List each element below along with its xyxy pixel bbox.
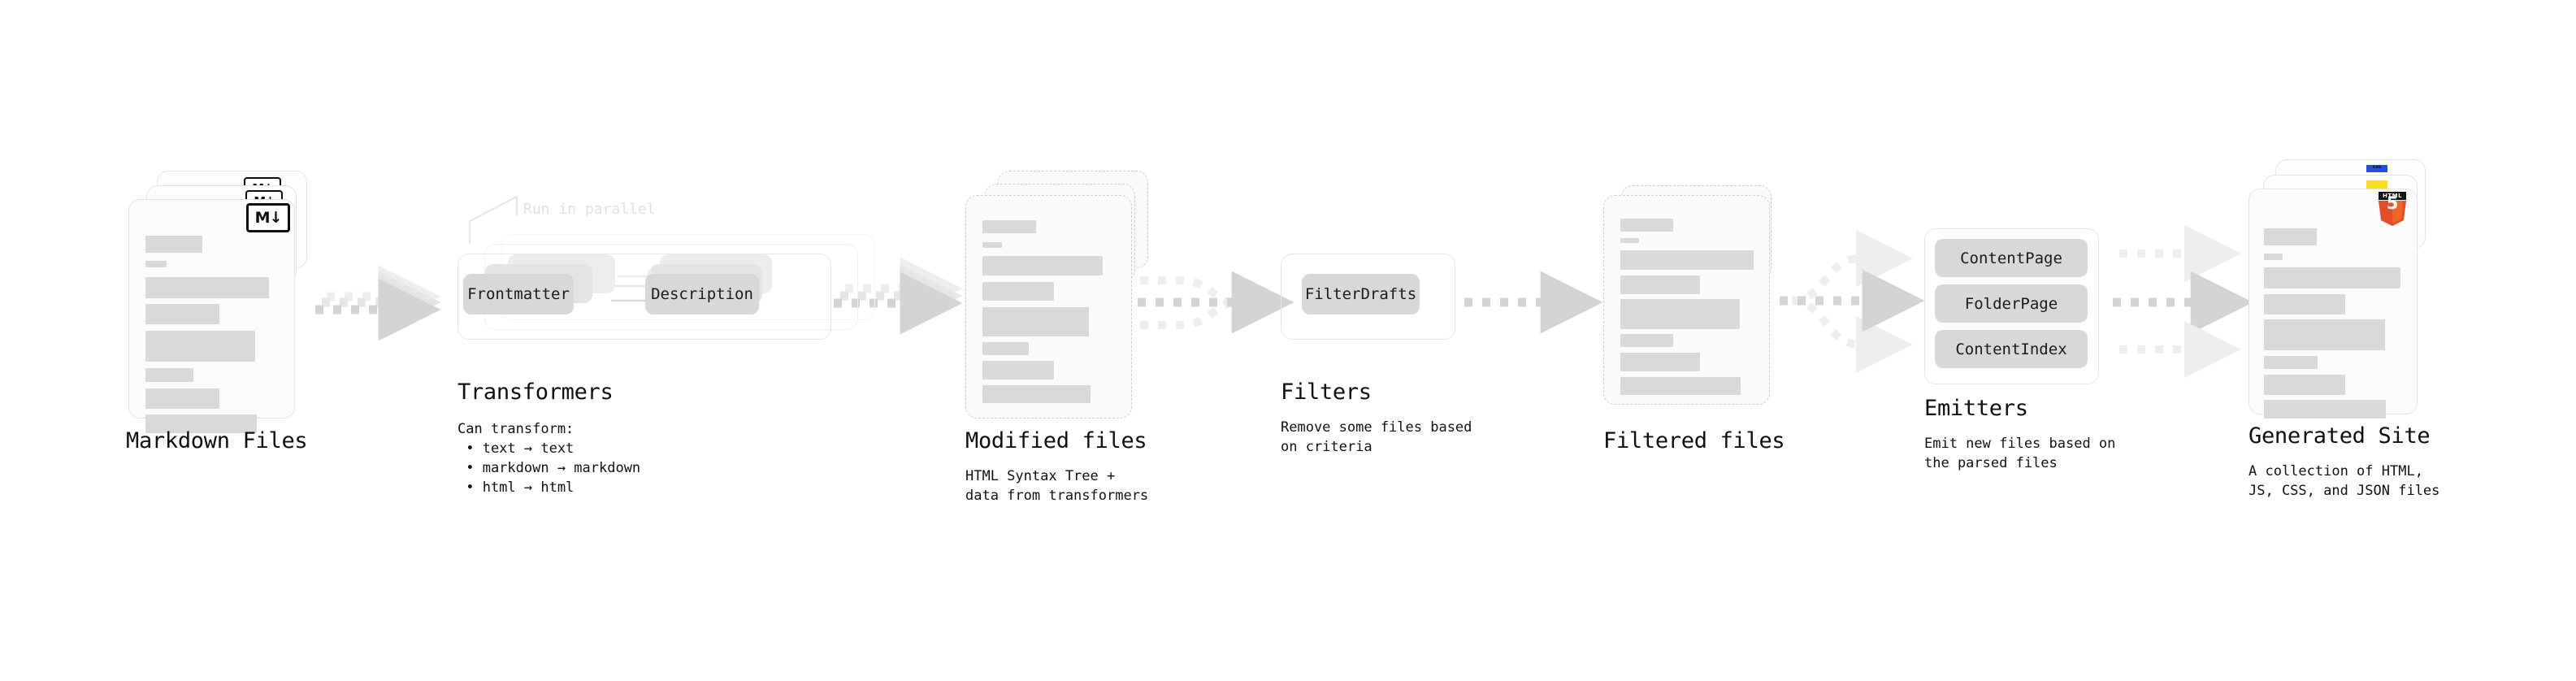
html5-logo-icon: HTML 5 [2379,192,2406,226]
doc-bar [982,361,1054,380]
doc-bar [982,385,1091,403]
doc-bar [982,307,1089,336]
stage-subtitle-emitters: Emit new files based on the parsed files [1924,436,2116,472]
doc-bar [2264,375,2345,395]
html5-logo-shield-inner [2392,201,2403,223]
doc-bar [1620,238,1639,243]
doc-bar [145,414,257,433]
doc-bar [1620,275,1700,294]
connector-filtered-to-emitters [1780,230,1925,373]
document-card-front [128,199,295,433]
connector-markdown-to-transformers [315,265,441,341]
doc-bar [145,277,269,298]
doc-bar [982,282,1054,301]
filter-chip-filterdrafts[interactable]: FilterDrafts [1302,274,1420,314]
stage-subtitle-filters: Remove some files based on criteria [1281,419,1472,456]
site-card-content [2249,189,2417,419]
connector-transformers-to-modified [834,257,963,335]
stage-title-modified-files: Modified files [965,428,1147,453]
doc-bar [1620,377,1741,395]
site-card-front [2249,189,2418,419]
markdown-logo-icon: M↓ [246,203,290,232]
doc-bar [2264,356,2318,369]
filters-group-box [1281,254,1455,340]
stage-title-emitters: Emitters [1924,396,2028,421]
doc-bar [1620,334,1673,347]
filtered-card-front [1603,195,1770,405]
stage-title-filters: Filters [1281,380,1372,405]
doc-bar [982,256,1103,275]
transformer-chip-frontmatter[interactable]: Frontmatter [463,274,574,314]
stage-title-generated-site: Generated Site [2249,423,2431,449]
doc-bar [145,388,219,409]
doc-bar [145,236,202,253]
doc-bar [145,261,167,267]
stage-title-markdown-files: Markdown Files [126,428,308,453]
css-logo-icon: css [2366,165,2387,172]
transformer-chip-description[interactable]: Description [645,274,759,314]
stage-subtitle-generated-site: A collection of HTML, JS, CSS, and JSON … [2249,463,2440,500]
emitter-chip-folderpage[interactable]: FolderPage [1935,284,2088,323]
doc-bar [145,304,219,324]
connector-emitters-to-site [2113,225,2253,378]
filtered-card-content [1604,196,1769,404]
stage-subtitle-modified-files: HTML Syntax Tree + data from transformer… [965,468,1149,505]
modified-card-content [966,196,1131,418]
run-in-parallel-leader [468,195,518,244]
doc-bar [1620,299,1740,329]
document-card-content [129,200,294,433]
doc-bar [982,342,1029,355]
stage-title-transformers: Transformers [458,380,614,405]
doc-bar [1620,250,1754,270]
emitter-chip-contentindex[interactable]: ContentIndex [1935,330,2088,368]
doc-bar [1620,219,1673,232]
html5-logo-label: HTML [2379,192,2406,200]
doc-bar [145,331,255,362]
stage-subtitle-transformers: Can transform: • text → text • markdown … [458,421,641,497]
js-logo-icon [2366,180,2387,191]
emitters-group-box [1924,228,2099,384]
connector-modified-to-filters [1138,271,1295,334]
doc-bar [145,368,193,382]
doc-bar [2264,254,2283,260]
doc-bar [2264,319,2385,350]
doc-bar [1620,353,1700,371]
stage-title-filtered-files: Filtered files [1603,428,1785,453]
doc-bar [2264,228,2317,245]
run-in-parallel-label: Run in parallel [523,201,656,218]
modified-card-front [965,195,1132,419]
html5-logo-digit: 5 [2386,193,2399,213]
doc-bar [2264,267,2400,288]
doc-bar [982,242,1002,248]
doc-bar [2264,294,2345,314]
emitter-chip-contentpage[interactable]: ContentPage [1935,239,2088,277]
transformer-group-front [458,254,831,340]
doc-bar [2264,400,2386,419]
doc-bar [982,220,1036,233]
